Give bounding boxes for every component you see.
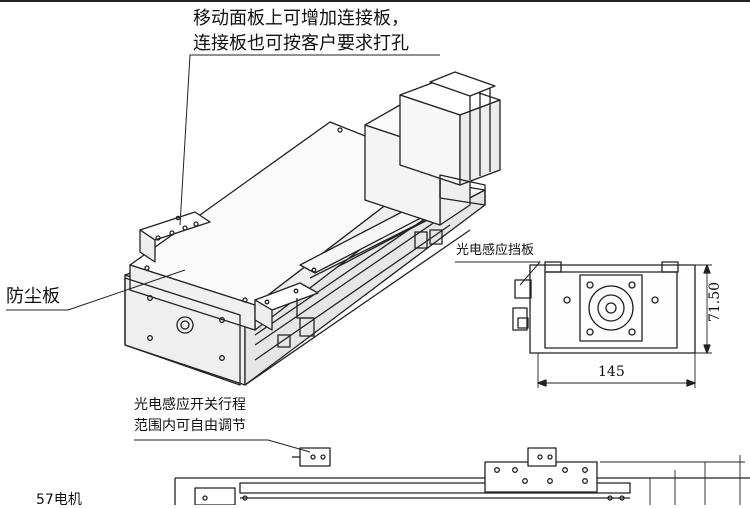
- sensor-bracket: [429, 229, 443, 245]
- motor-flange: [579, 274, 643, 342]
- label-connecting-plate-2: 连接板也可按客户要求打孔: [193, 33, 409, 54]
- end-screw: [619, 495, 625, 501]
- plate-hole: [175, 215, 181, 221]
- flange-screw: [586, 281, 594, 289]
- motor-cap: [429, 71, 496, 97]
- end-view-inner: [544, 271, 678, 349]
- sensor-screw: [310, 454, 316, 460]
- leader-dust: [6, 269, 186, 311]
- label-sensor-stroke-1: 光电感应开关行程: [134, 397, 246, 413]
- plate-hole: [264, 299, 270, 305]
- sensor-screw: [320, 454, 326, 460]
- plate-hole: [293, 288, 299, 294]
- label-motor: 57电机: [36, 492, 82, 508]
- end-screw: [202, 495, 208, 501]
- end-view-top-tab-left: [544, 261, 562, 273]
- dim-arrow: [703, 344, 711, 354]
- sensor-flag-lower: [512, 307, 528, 331]
- front-screw: [219, 355, 225, 361]
- leader-stroke: [134, 439, 311, 453]
- isometric-stage: [124, 71, 501, 386]
- plate-hole: [182, 225, 188, 231]
- dim-arrow: [703, 264, 711, 274]
- front-bore-inner: [180, 320, 190, 330]
- carriage-front-face: [129, 264, 256, 331]
- rail-line: [244, 229, 471, 386]
- carriage-screw: [512, 467, 518, 473]
- body-screw: [563, 296, 571, 304]
- sensor-flag-small: [517, 317, 529, 329]
- slide-line: [309, 212, 441, 279]
- end-view: [512, 261, 712, 388]
- sensor-screw: [537, 454, 543, 460]
- carriage-screw: [562, 467, 568, 473]
- dimension-width: 145: [598, 364, 625, 380]
- label-sensor-stroke-2: 范围内可自由调节: [134, 418, 246, 434]
- plate-hole: [193, 221, 199, 227]
- carriage-screw: [522, 478, 528, 484]
- side-view: [174, 447, 750, 505]
- side-view-rail: [239, 482, 631, 494]
- dim-arrow: [537, 379, 547, 387]
- carriage-screw: [494, 467, 500, 473]
- sensor-screw: [547, 454, 553, 460]
- top-screw: [242, 297, 248, 303]
- carriage-screw: [582, 478, 588, 484]
- body-screw: [651, 296, 659, 304]
- carriage-screw: [582, 467, 588, 473]
- motor-shaft: [605, 302, 617, 314]
- motor-flange-circle: [588, 285, 634, 331]
- end-view-body: [529, 264, 696, 354]
- carriage-screw: [547, 478, 553, 484]
- side-end-left: [194, 487, 236, 505]
- label-photo-sensor-plate: 光电感应挡板: [456, 243, 535, 258]
- top-screw: [144, 265, 150, 271]
- rail-line: [254, 214, 446, 346]
- sensor-flag: [514, 279, 532, 299]
- front-end-plate: [124, 277, 241, 386]
- leader-photo: [455, 261, 541, 286]
- top-screw: [337, 127, 343, 133]
- connector-plate-left-front: [139, 229, 156, 263]
- motor-flange-circle-inner: [597, 294, 625, 322]
- front-screw: [147, 335, 153, 341]
- base-right-end: [439, 174, 486, 206]
- dimension-height: 71.50: [707, 281, 723, 323]
- sensor-bracket: [414, 231, 428, 249]
- connector-block-right-side: [254, 299, 273, 331]
- label-connecting-plate-1: 移动面板上可增加连接板，: [193, 8, 409, 29]
- front-screw: [219, 317, 225, 323]
- front-bore: [176, 316, 194, 334]
- flange-screw: [586, 328, 594, 336]
- end-view-top-tab-right: [661, 261, 679, 273]
- plate-hole: [169, 230, 175, 236]
- sensor-bracket-arm: [296, 298, 314, 319]
- end-screw: [242, 495, 248, 501]
- flange-screw: [628, 328, 636, 336]
- end-screw: [607, 495, 613, 501]
- front-screw: [147, 295, 153, 301]
- label-dust-cover: 防尘板: [6, 286, 60, 307]
- sensor-bracket: [277, 334, 291, 348]
- dim-arrow: [686, 379, 696, 387]
- plate-hole: [155, 235, 161, 241]
- flange-screw: [628, 281, 636, 289]
- leader-top: [179, 54, 440, 226]
- slide-screw: [311, 267, 317, 273]
